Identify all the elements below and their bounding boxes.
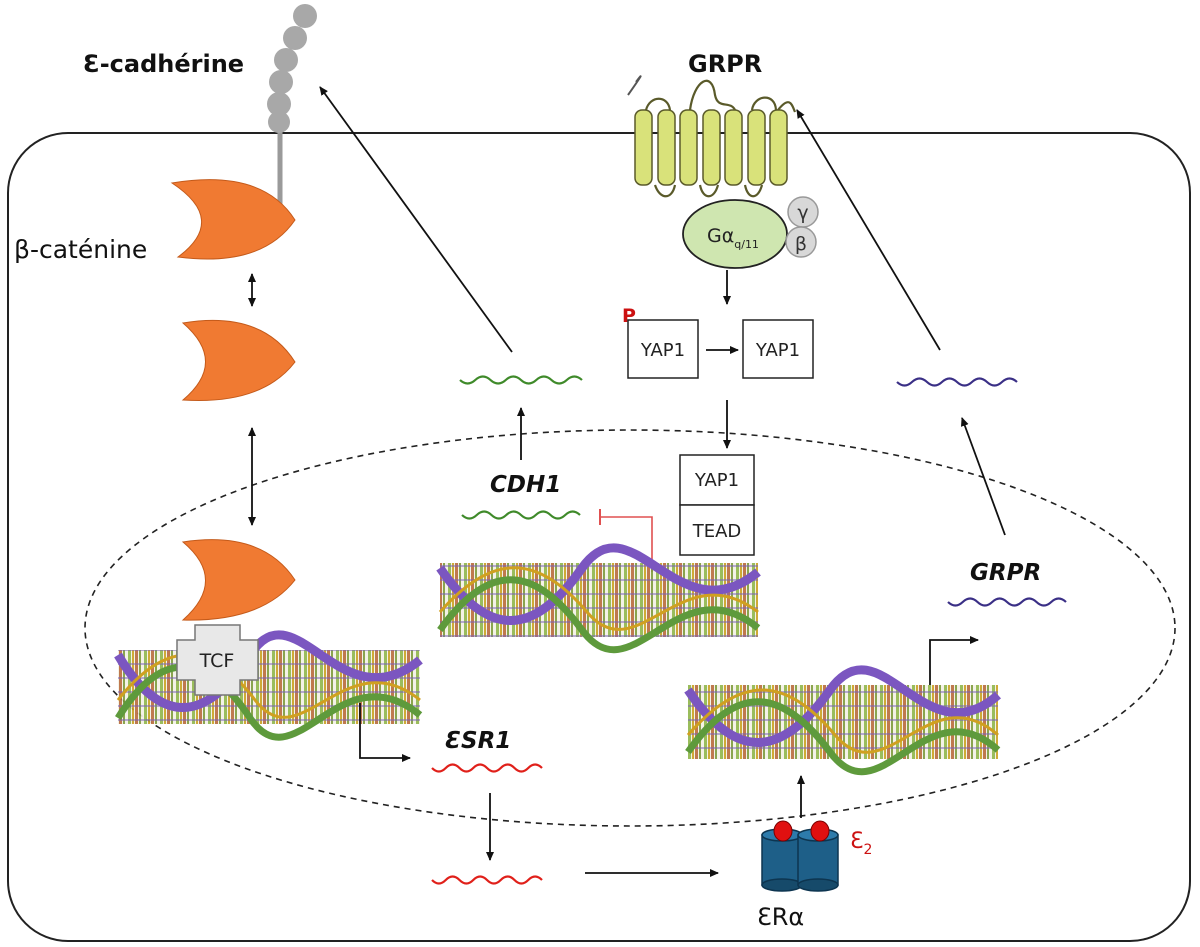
cdh1-mrna-cytoplasm <box>459 375 583 385</box>
yap1-nuclear-box <box>679 454 755 506</box>
tcf-label: TCF <box>199 650 235 672</box>
dna-helix-left <box>114 630 423 741</box>
yap1-cyto-label: YAP1 <box>755 340 800 361</box>
e-cadherine-label: Ɛ-cadhérine <box>83 50 244 78</box>
yap1-phospho-label: YAP1 <box>640 340 685 361</box>
beta-catenine-label: β-caténine <box>14 235 147 264</box>
tead-box <box>679 504 755 556</box>
beta-catenin-membrane <box>170 179 296 260</box>
beta-catenin-cytoplasm <box>181 319 296 401</box>
cell-membrane <box>7 132 1191 942</box>
tead-label: TEAD <box>692 521 742 542</box>
yap1-phospho-box <box>627 319 699 379</box>
beta-catenin-nuclear <box>181 539 296 621</box>
grpr-mrna-cytoplasm <box>896 377 1018 387</box>
g-protein-complex <box>682 196 819 269</box>
transmembrane-helix <box>657 109 676 186</box>
cdh1-mrna-nuclear <box>461 510 581 520</box>
transmembrane-helix <box>634 109 653 186</box>
dna-helix-center <box>436 543 761 654</box>
transmembrane-helix <box>747 109 766 186</box>
esr1-gene-label: ƐSR1 <box>445 728 511 754</box>
yap1-nuclear-label: YAP1 <box>694 470 739 491</box>
arrow-cdh1-translation <box>319 86 513 353</box>
grpr-receptor-label: GRPR <box>688 50 762 78</box>
e2-label: Ɛ2 <box>850 829 872 858</box>
arrow-grpr-transcription <box>929 636 979 685</box>
arrow-esr1-transcription <box>359 703 411 762</box>
beta-label: β <box>795 233 807 255</box>
e-cadherin-protein <box>267 4 317 212</box>
grpr-gene-label: GRPR <box>970 560 1041 586</box>
esr1-mrna-nuclear <box>431 763 543 773</box>
cdh1-gene-label: CDH1 <box>490 472 561 498</box>
transmembrane-helix <box>769 109 788 186</box>
arrow-grpr-translation <box>796 109 941 351</box>
transmembrane-helix <box>679 109 698 186</box>
nucleus-envelope <box>84 429 1176 827</box>
grpr-mrna-nuclear <box>947 597 1067 607</box>
grpr-receptor <box>627 75 797 198</box>
er-alpha-receptor <box>761 820 839 892</box>
g-alpha-label: Gαq/11 <box>707 225 759 251</box>
er-alpha-label: ƐRα <box>757 903 804 931</box>
yap1-cyto-box <box>742 319 814 379</box>
esr1-mrna-cytoplasm <box>431 875 543 885</box>
gamma-label: γ <box>797 202 808 224</box>
inhibition-tead-cdh1 <box>600 516 653 572</box>
dna-helix-right <box>684 665 1001 776</box>
transmembrane-helix <box>724 109 743 186</box>
tcf-factor <box>176 624 259 696</box>
transmembrane-helix <box>702 109 721 186</box>
arrow-grpr-export <box>961 417 1006 536</box>
